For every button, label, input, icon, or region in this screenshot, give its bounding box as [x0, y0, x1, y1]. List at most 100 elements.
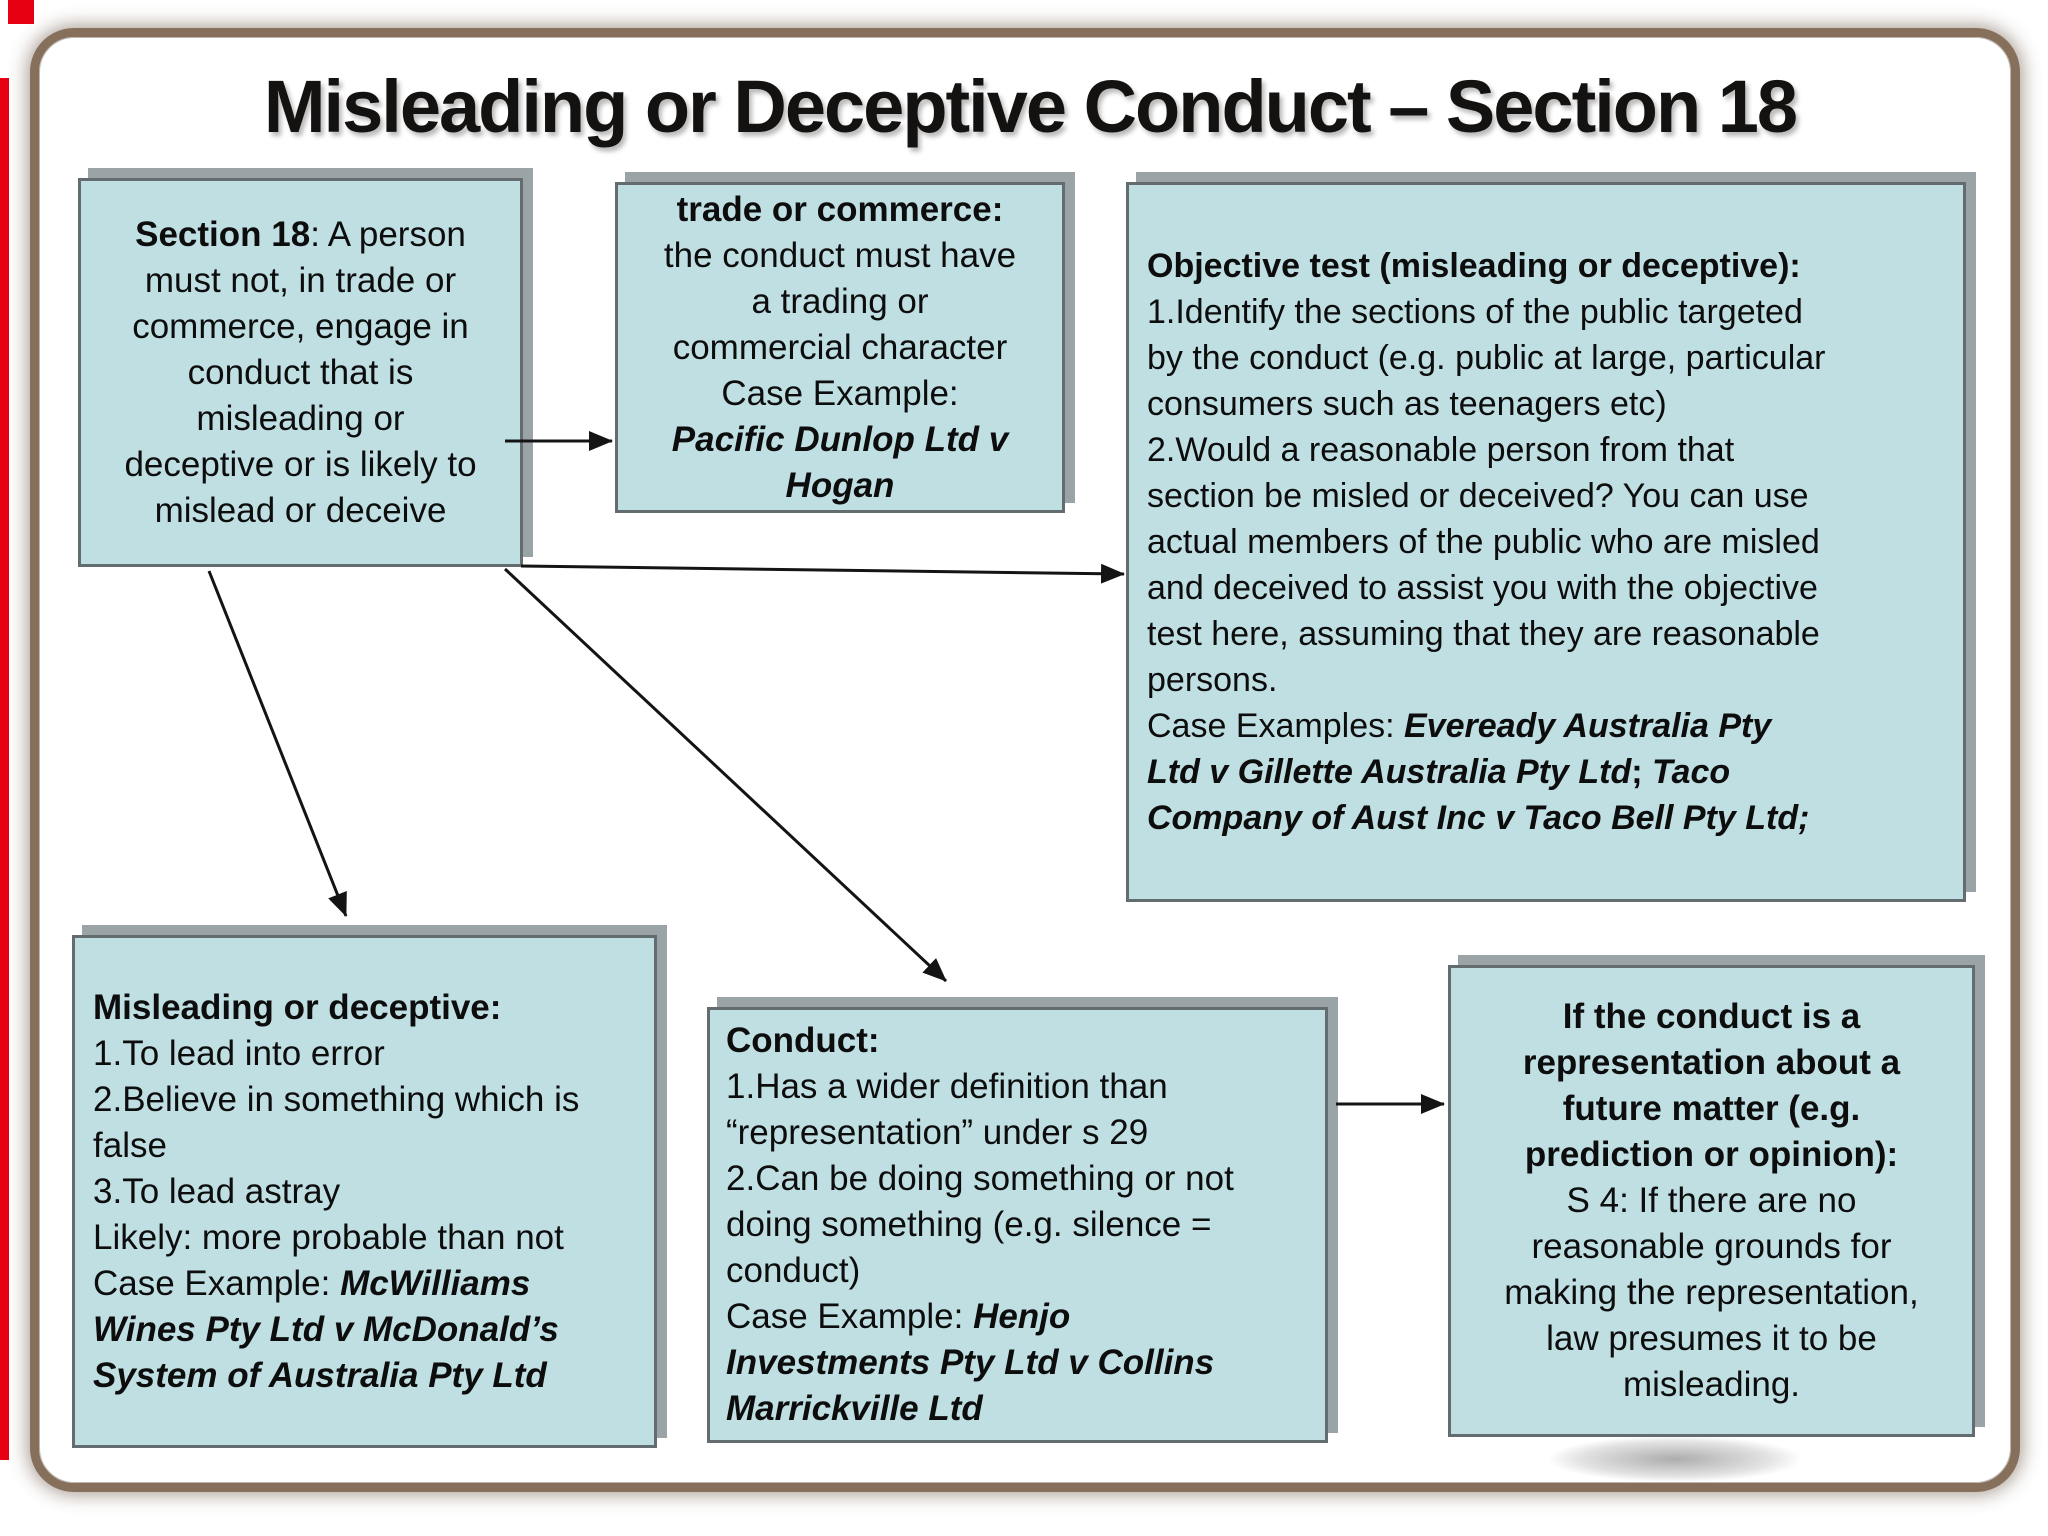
text-run: Eveready Australia Pty — [1404, 707, 1772, 745]
text-run: 3.To lead astray — [93, 1171, 341, 1211]
text-line: law presumes it to be — [1459, 1316, 1964, 1362]
text-run: Hogan — [785, 465, 895, 505]
text-line: Likely: more probable than not — [93, 1215, 636, 1261]
objective-test-box: Objective test (misleading or deceptive)… — [1126, 182, 1966, 902]
text-run: Case Examples: — [1147, 707, 1404, 745]
text-run: Henjo — [973, 1297, 1071, 1336]
text-line: commercial character — [618, 325, 1062, 371]
text-run: Investments Pty Ltd v Collins — [726, 1343, 1215, 1382]
text-run: Case Example: — [726, 1297, 974, 1336]
misleading-or-deceptive-box: Misleading or deceptive: 1.To lead into e… — [72, 935, 657, 1448]
text-run: a trading or — [751, 281, 929, 321]
text-run: Objective test (misleading or deceptive)… — [1147, 247, 1801, 285]
text-line: Investments Pty Ltd v Collins — [726, 1340, 1309, 1386]
text-run: 1.To lead into error — [93, 1033, 385, 1073]
text-line: Case Example: — [618, 371, 1062, 417]
text-run: and deceived to assist you with the obje… — [1147, 569, 1818, 607]
text-line: Company of Aust Inc v Taco Bell Pty Ltd; — [1147, 795, 1945, 841]
text-run: misleading. — [1622, 1365, 1801, 1404]
text-run: conduct) — [726, 1251, 861, 1290]
text-run: reasonable grounds for — [1531, 1227, 1892, 1266]
text-line: 2.Can be doing something or not — [726, 1156, 1309, 1202]
text-run: future matter (e.g. — [1562, 1089, 1861, 1128]
text-line: doing something (e.g. silence = — [726, 1202, 1309, 1248]
text-run: System of Australia Pty Ltd — [93, 1355, 547, 1395]
text-line: System of Australia Pty Ltd — [93, 1353, 636, 1399]
conduct-box: Conduct: 1.Has a wider definition than “re… — [707, 1007, 1328, 1443]
text-run: McWilliams — [340, 1263, 531, 1303]
text-run: making the representation, — [1504, 1273, 1919, 1312]
text-line: Marrickville Ltd — [726, 1386, 1309, 1432]
text-line: commerce, engage in — [81, 304, 520, 350]
text-line: If the conduct is a — [1459, 994, 1964, 1040]
text-run: trade or commerce: — [676, 189, 1004, 229]
text-line: a trading or — [618, 279, 1062, 325]
text-run: mislead or deceive — [154, 490, 447, 530]
text-run: must not, in trade or — [144, 260, 457, 300]
text-line: must not, in trade or — [81, 258, 520, 304]
text-run: prediction or opinion): — [1524, 1135, 1899, 1174]
text-run: commerce, engage in — [132, 306, 469, 346]
text-line: actual members of the public who are mis… — [1147, 519, 1945, 565]
red-edge-patch-top — [8, 0, 34, 24]
text-run: 2.Would a reasonable person from that — [1147, 431, 1735, 469]
text-run: law presumes it to be — [1546, 1319, 1877, 1358]
text-run: misleading or — [196, 398, 405, 438]
slide-title: Misleading or Deceptive Conduct – Sectio… — [263, 65, 1798, 148]
text-line: Case Example: McWilliams — [93, 1261, 636, 1307]
future-matter-box: If the conduct is a representation about … — [1448, 965, 1975, 1437]
text-line: false — [93, 1123, 636, 1169]
text-run: Misleading or deceptive: — [93, 987, 502, 1027]
text-line: deceptive or is likely to — [81, 442, 520, 488]
text-line: Section 18: A person — [81, 212, 520, 258]
text-run: Section 18 — [135, 214, 311, 254]
text-run: persons. — [1147, 661, 1278, 699]
text-line: 2.Would a reasonable person from that — [1147, 427, 1945, 473]
text-line: Pacific Dunlop Ltd v — [618, 417, 1062, 463]
text-line: consumers such as teenagers etc) — [1147, 381, 1945, 427]
text-line: S 4: If there are no — [1459, 1178, 1964, 1224]
text-run: 1.Has a wider definition than — [726, 1067, 1168, 1106]
text-run: deceptive or is likely to — [124, 444, 477, 484]
text-run: ; — [1631, 753, 1653, 791]
text-line: 3.To lead astray — [93, 1169, 636, 1215]
text-line: section be misled or deceived? You can u… — [1147, 473, 1945, 519]
soft-ellipse-shadow — [1505, 1428, 1845, 1490]
text-run: conduct that is — [187, 352, 414, 392]
text-line: conduct) — [726, 1248, 1309, 1294]
text-line: Wines Pty Ltd v McDonald’s — [93, 1307, 636, 1353]
text-line: reasonable grounds for — [1459, 1224, 1964, 1270]
text-line: misleading. — [1459, 1362, 1964, 1408]
text-line: representation about a — [1459, 1040, 1964, 1086]
text-line: by the conduct (e.g. public at large, pa… — [1147, 335, 1945, 381]
text-line: 1.Identify the sections of the public ta… — [1147, 289, 1945, 335]
text-run: Case Example: — [721, 373, 959, 413]
text-run: Conduct: — [726, 1021, 880, 1060]
text-line: persons. — [1147, 657, 1945, 703]
text-line: Ltd v Gillette Australia Pty Ltd; Taco — [1147, 749, 1945, 795]
text-line: mislead or deceive — [81, 488, 520, 534]
red-edge-stripe-left — [0, 78, 9, 1460]
text-run: Taco — [1652, 753, 1731, 791]
text-line: conduct that is — [81, 350, 520, 396]
text-run: 2.Believe in something which is — [93, 1079, 580, 1119]
text-run: : A person — [310, 214, 466, 254]
text-run: 2.Can be doing something or not — [726, 1159, 1234, 1198]
text-line: Case Example: Henjo — [726, 1294, 1309, 1340]
text-run: Likely: more probable than not — [93, 1217, 564, 1257]
text-line: 1.Has a wider definition than — [726, 1064, 1309, 1110]
text-line: making the representation, — [1459, 1270, 1964, 1316]
text-run: Wines Pty Ltd v McDonald’s — [93, 1309, 559, 1349]
text-run: representation about a — [1522, 1043, 1901, 1082]
text-line: the conduct must have — [618, 233, 1062, 279]
text-line: Misleading or deceptive: — [93, 985, 636, 1031]
text-run: “representation” under s 29 — [726, 1113, 1149, 1152]
text-run: test here, assuming that they are reason… — [1147, 615, 1820, 653]
text-line: test here, assuming that they are reason… — [1147, 611, 1945, 657]
text-line: Objective test (misleading or deceptive)… — [1147, 243, 1945, 289]
text-run: If the conduct is a — [1562, 997, 1861, 1036]
text-line: Conduct: — [726, 1018, 1309, 1064]
